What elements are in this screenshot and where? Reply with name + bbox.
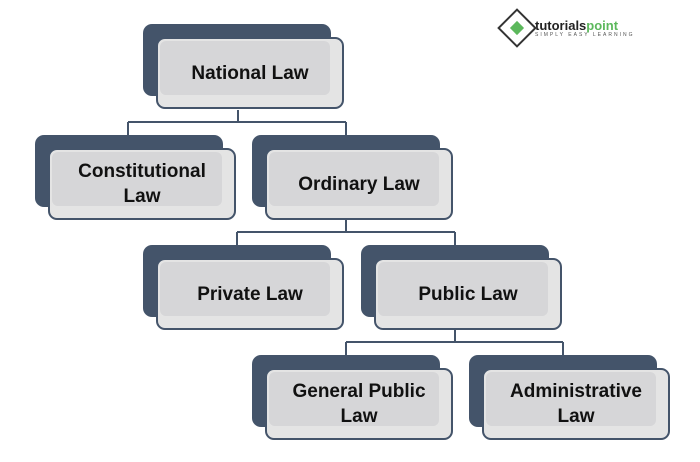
node-private-law: Private Law [156,258,344,330]
node-label: General Public Law [292,381,426,427]
tutorialspoint-logo: tutorialspoint SIMPLY EASY LEARNING [497,8,635,48]
logo-tagline: SIMPLY EASY LEARNING [535,31,635,38]
node-constitutional-law: Constitutional Law [48,148,236,220]
node-public-law: Public Law [374,258,562,330]
node-national-law: National Law [156,37,344,109]
node-ordinary-law: Ordinary Law [265,148,453,220]
logo-brand-accent: point [586,17,619,33]
logo-brand: tutorials [535,17,587,33]
logo-icon [497,8,537,48]
node-administrative-law: Administrative Law [482,368,670,440]
node-label: Ordinary Law [298,173,420,195]
node-label: Private Law [197,283,303,305]
node-label: National Law [191,62,309,84]
node-label: Administrative Law [510,381,642,427]
node-general-public-law: General Public Law [265,368,453,440]
node-label: Constitutional Law [78,161,206,207]
node-label: Public Law [418,283,518,305]
